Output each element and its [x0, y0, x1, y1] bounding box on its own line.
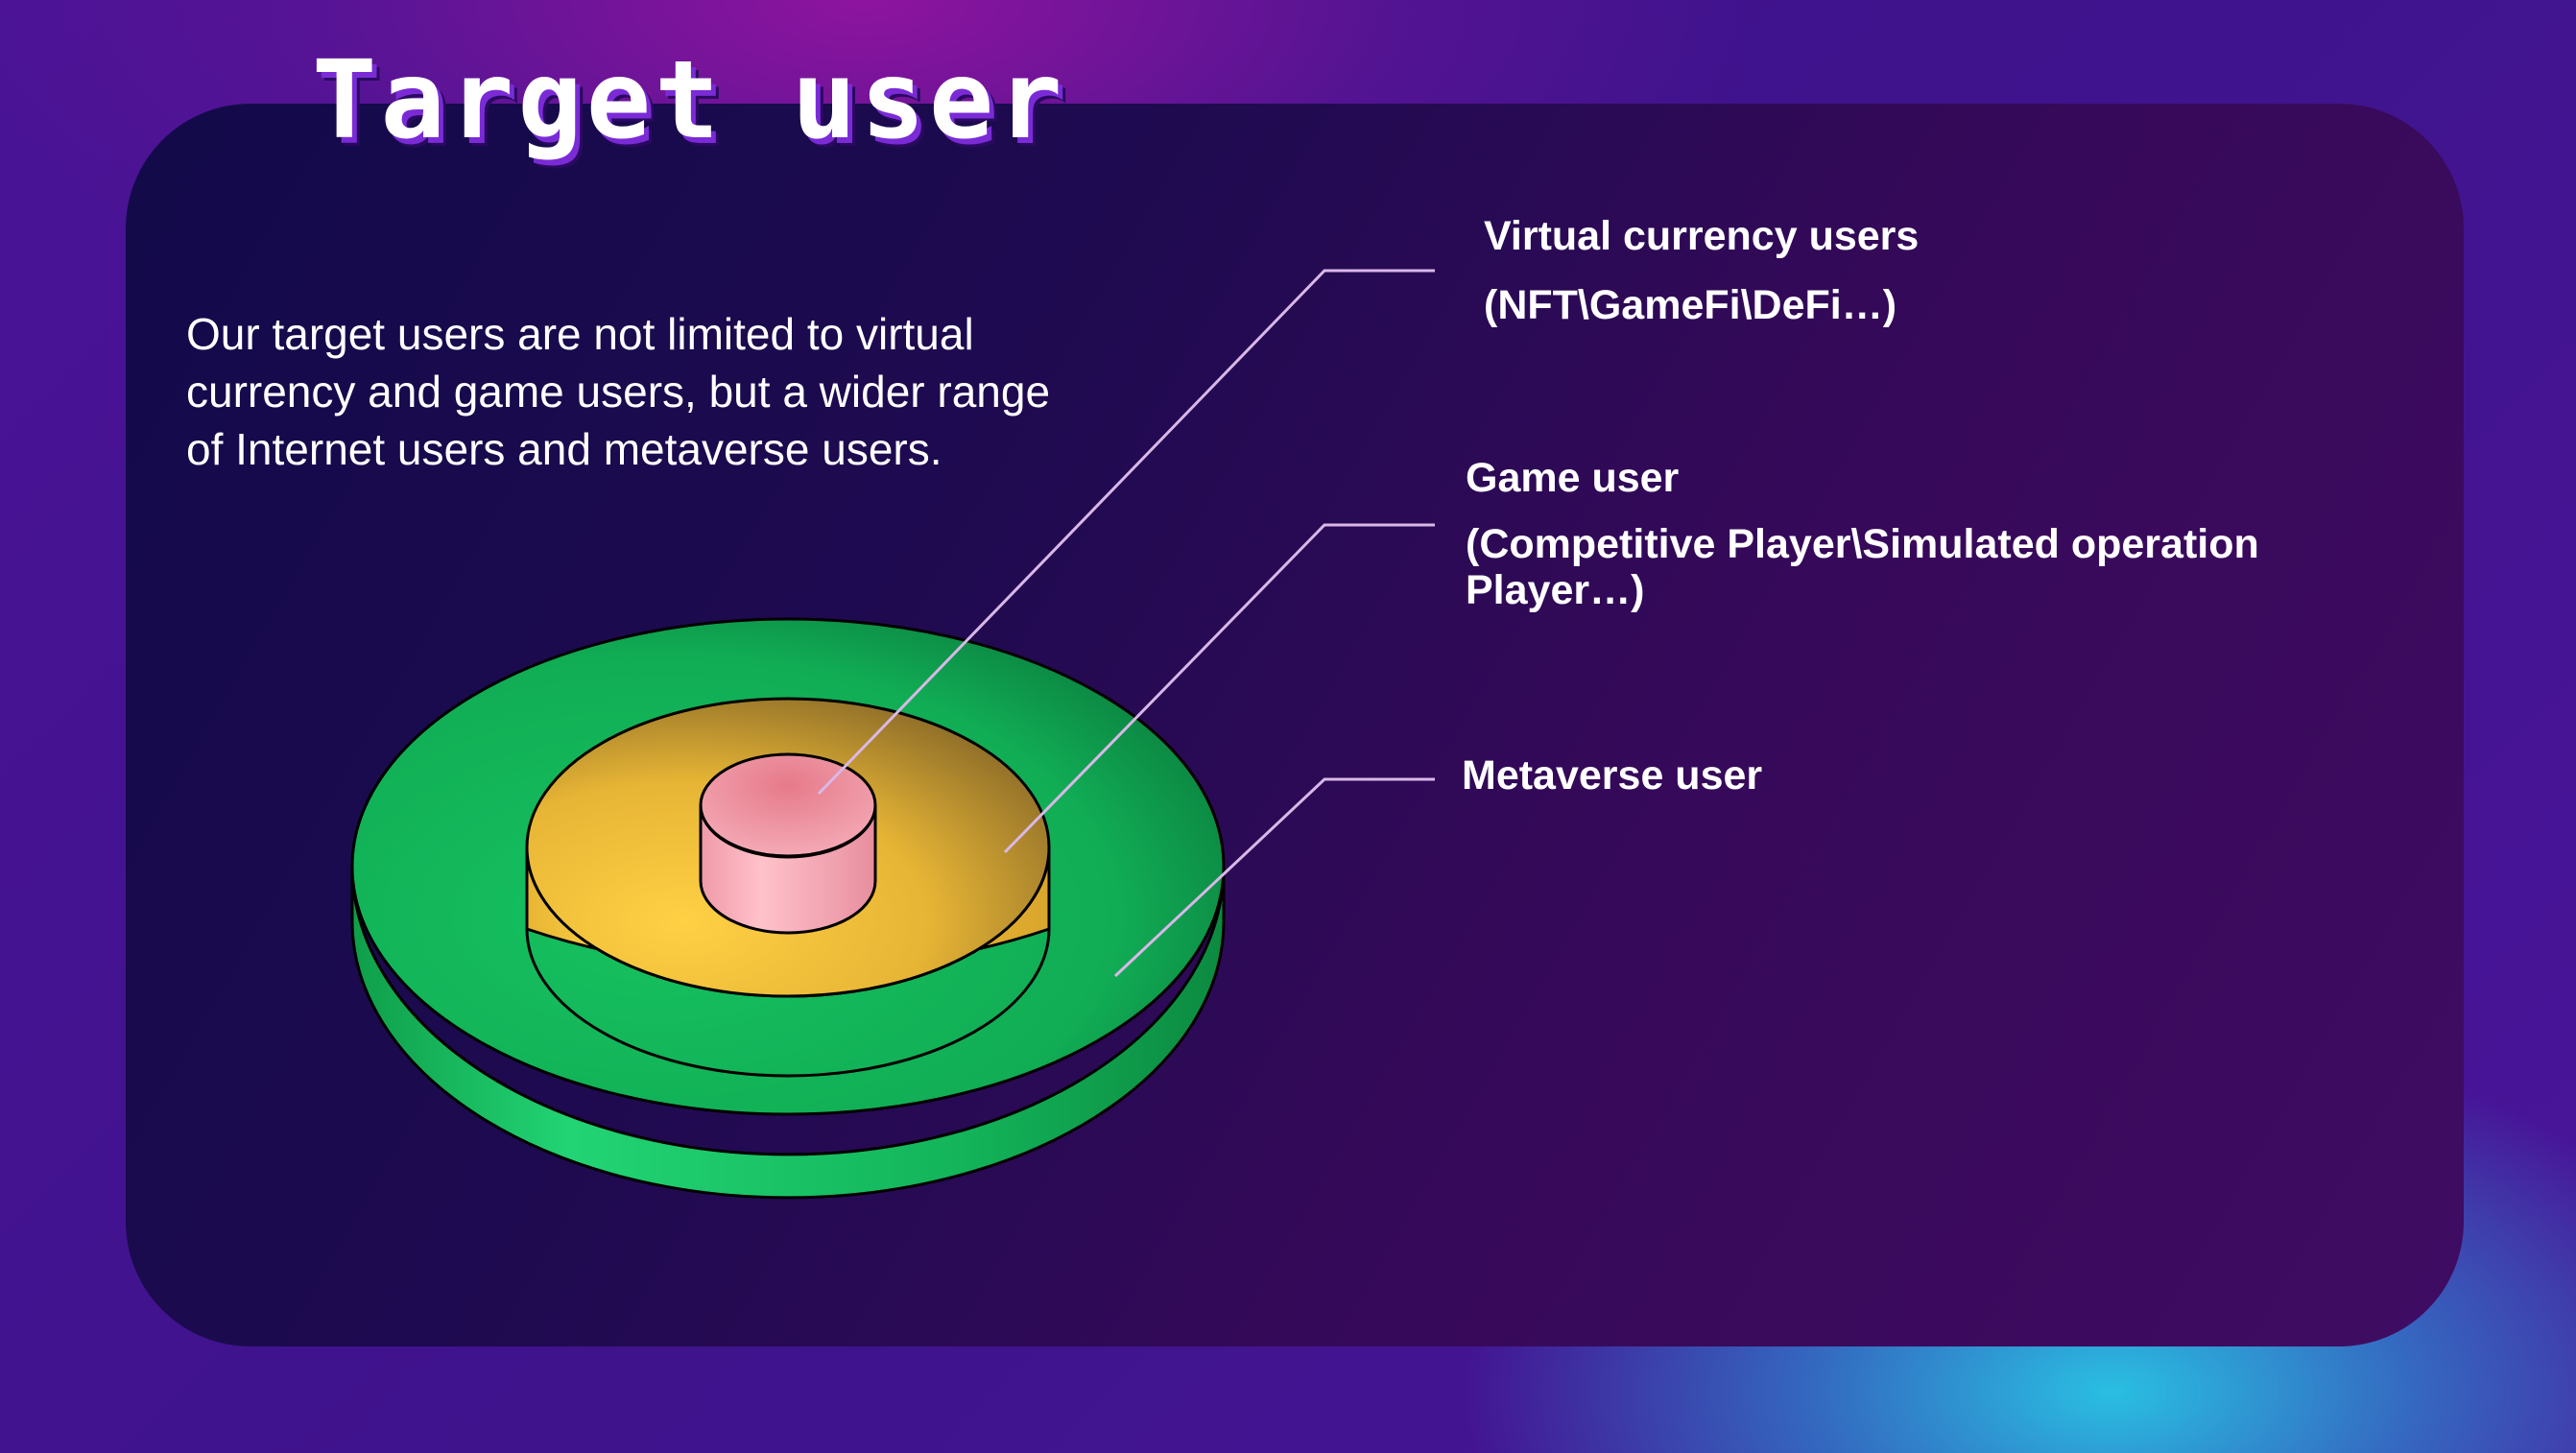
leader-line-metaverse	[1113, 777, 1435, 978]
leader-line-virtual-currency	[817, 269, 1435, 796]
virtual-currency-users-detail: (NFT\GameFi\DeFi…)	[1484, 282, 1897, 328]
game-user-detail: (Competitive Player\Simulated operation …	[1466, 521, 2259, 613]
description-text: Our target users are not limited to virt…	[186, 309, 1051, 474]
virtual-currency-users-cylinder	[699, 752, 877, 935]
leader-line-game-user	[1003, 523, 1435, 854]
page-title: Target user	[312, 38, 1066, 163]
metaverse-user-label: Metaverse user	[1462, 752, 1763, 798]
virtual-currency-users-label: Virtual currency users	[1484, 213, 1920, 259]
game-user-label: Game user	[1466, 455, 1680, 501]
